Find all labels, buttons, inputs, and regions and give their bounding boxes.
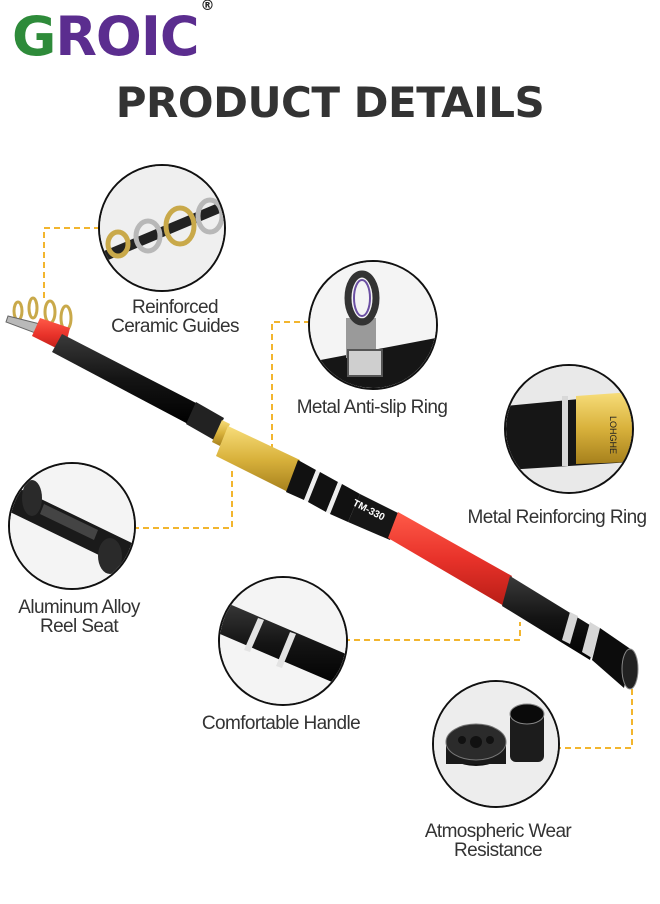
leader-lines [43,227,633,749]
ring-print: LOHGHE [608,416,618,454]
brand-logo-letter-g: G [12,5,56,68]
detail-circle-handle [218,576,348,706]
label-reelseat-line1: Aluminum Alloy [18,597,140,618]
label-guides-line2: Ceramic Guides [111,316,239,337]
detail-circle-guides [98,164,226,292]
label-guides: Reinforced Ceramic Guides [80,298,270,336]
page-title: PRODUCT DETAILS [115,78,545,127]
leader-wear [555,682,633,749]
rod-band-black-2 [308,472,338,512]
rod-band-white-2 [326,482,342,514]
handle-icon [220,578,346,704]
reinforcing-ring-icon: LOHGHE [506,366,632,492]
label-wear-line1: Atmospheric Wear [424,821,572,842]
antislip-ring-icon [310,262,436,388]
rod-band-black-1 [286,460,316,500]
brand-logo-text: ROIC [55,5,199,68]
label-guides-line1: Reinforced [132,297,218,318]
rod-butt-end [621,648,639,690]
leader-antislip [271,321,310,452]
label-wear: Atmospheric Wear Resistance [408,822,588,860]
registered-mark: ® [200,0,215,14]
rod-body [5,315,639,690]
brand-logo: GROIC® [12,0,215,64]
rod-band-white-1 [304,470,320,502]
leader-reelseat [133,470,233,529]
rod-label-piece [348,494,400,540]
rod-handle [502,576,598,660]
label-handle-line1: Comfortable Handle [201,713,361,734]
rod-winding [186,402,224,440]
detail-circle-reinforcing: LOHGHE [504,364,634,494]
end-cap-icon [434,682,558,806]
label-reelseat: Aluminum Alloy Reel Seat [0,598,158,636]
rod-gold-reel-seat [216,426,300,492]
rod-gold-ring-1 [212,420,230,446]
detail-circle-antislip [308,260,438,390]
rod-tip-guides [12,296,73,332]
leader-handle [344,622,521,641]
rod-handle-ring-1 [562,612,578,644]
rod-red-blank [388,512,512,606]
label-reelseat-line2: Reel Seat [39,616,119,637]
label-handle: Comfortable Handle [186,714,376,733]
rod-handle-ring-2 [582,622,600,658]
leader-guides [43,227,100,300]
label-wear-line2: Resistance [454,840,543,861]
label-antislip: Metal Anti-slip Ring [282,398,462,417]
label-antislip-line1: Metal Anti-slip Ring [296,397,448,418]
reel-seat-icon [10,464,134,588]
rod-black-print-section [52,334,198,424]
rod-band-black-3 [330,484,360,522]
label-reinforcing: Metal Reinforcing Ring [454,508,660,527]
label-reinforcing-line1: Metal Reinforcing Ring [467,507,648,528]
ceramic-guides-icon [100,166,224,290]
detail-circle-wear [432,680,560,808]
detail-circle-reelseat [8,462,136,590]
